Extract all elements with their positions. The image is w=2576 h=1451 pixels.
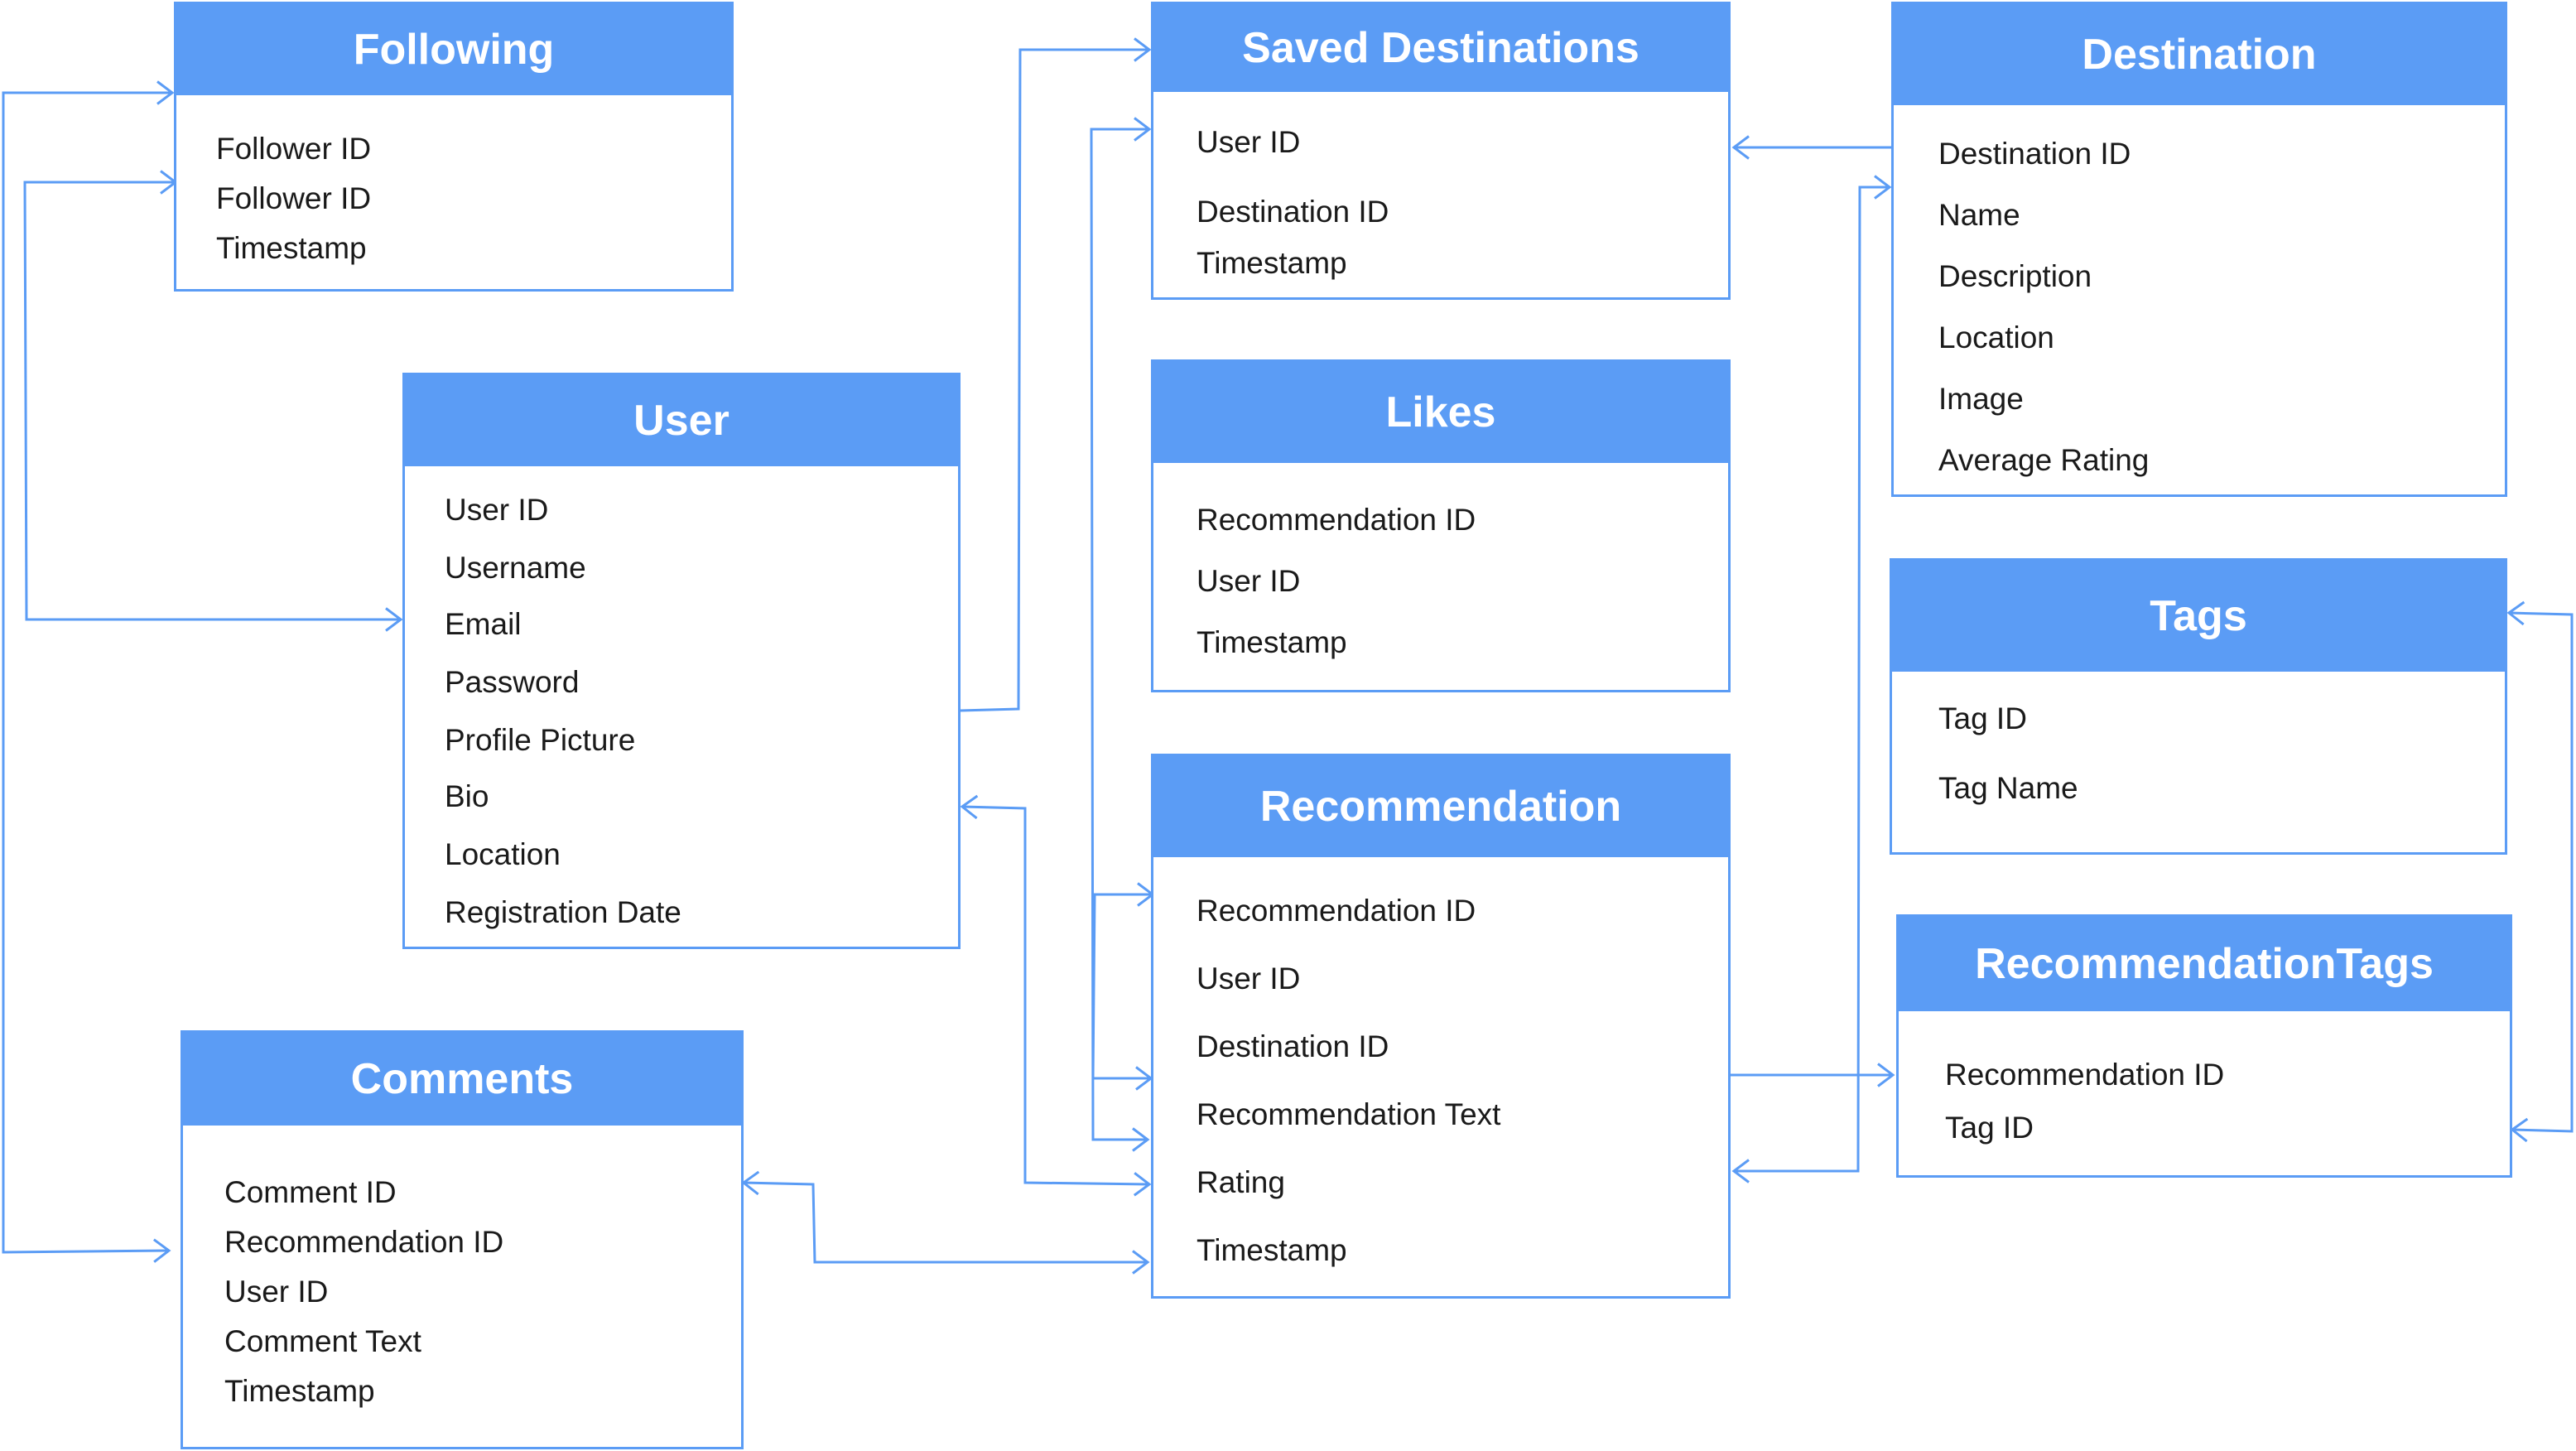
- entity-title: User: [405, 375, 958, 466]
- field: Timestamp: [1197, 246, 1347, 280]
- connector-line: [2508, 611, 2574, 1133]
- field: Destination ID: [1197, 1029, 1389, 1063]
- arrowhead-icon: [960, 794, 979, 820]
- edge-saved-destinations-recommendation: [1090, 117, 1152, 1152]
- field: Destination ID: [1197, 195, 1389, 229]
- field: Recommendation Text: [1197, 1097, 1501, 1131]
- field: Name: [1938, 198, 2020, 232]
- entity-title: RecommendationTags: [1899, 917, 2510, 1011]
- entity-saved-destinations[interactable]: Saved Destinations User ID Destination I…: [1151, 2, 1731, 300]
- edge-comments-recommendation: [741, 1170, 1150, 1275]
- arrowhead-icon: [1874, 175, 1892, 200]
- field: Location: [445, 837, 561, 871]
- field: Email: [445, 607, 522, 641]
- arrowhead-icon: [1731, 1159, 1750, 1183]
- connector-line: [960, 48, 1149, 712]
- entity-title: Likes: [1153, 362, 1728, 463]
- field: User ID: [224, 1275, 329, 1309]
- arrowhead-icon: [1134, 37, 1152, 62]
- field: User ID: [1197, 962, 1301, 995]
- edge-user-recommendation: [960, 794, 1152, 1197]
- field: Follower ID: [216, 132, 372, 166]
- edge-recommendation-user: [1091, 882, 1155, 1091]
- entity-recommendation[interactable]: Recommendation Recommendation ID User ID…: [1151, 754, 1731, 1299]
- field: Recommendation ID: [1197, 503, 1476, 537]
- field: Username: [445, 551, 586, 585]
- edge-destination-saved-destinations: [1731, 135, 1891, 160]
- field: Image: [1938, 382, 2024, 416]
- connector-line: [23, 181, 401, 621]
- field: Comment Text: [224, 1324, 421, 1358]
- arrowhead-icon: [1132, 1250, 1150, 1275]
- field: Timestamp: [216, 231, 367, 265]
- edge-following-comments: [2, 80, 175, 1263]
- arrowhead-icon: [1132, 1127, 1150, 1152]
- connector-line: [1091, 893, 1153, 1080]
- entity-title: Saved Destinations: [1153, 4, 1728, 92]
- field: Registration Date: [445, 895, 681, 929]
- field: User ID: [1197, 564, 1301, 598]
- entity-recommendation-tags[interactable]: RecommendationTags Recommendation ID Tag…: [1896, 914, 2512, 1178]
- arrowhead-icon: [2506, 600, 2525, 626]
- field: Recommendation ID: [224, 1225, 504, 1259]
- field: Bio: [445, 779, 489, 813]
- arrowhead-icon: [2510, 1117, 2529, 1143]
- field: Tag ID: [1938, 701, 2027, 735]
- arrowhead-icon: [1133, 1172, 1152, 1197]
- field: Destination ID: [1938, 137, 2131, 171]
- field: Tag ID: [1945, 1111, 2034, 1145]
- arrowhead-icon: [1731, 135, 1750, 160]
- arrowhead-icon: [741, 1170, 760, 1196]
- edge-tags-recommendation-tags: [2506, 600, 2574, 1143]
- entity-destination[interactable]: Destination Destination ID Name Descript…: [1891, 2, 2507, 497]
- entity-likes[interactable]: Likes Recommendation ID User ID Timestam…: [1151, 359, 1731, 692]
- arrowhead-icon: [1877, 1063, 1895, 1087]
- field: Timestamp: [224, 1374, 375, 1408]
- field: Rating: [1197, 1165, 1285, 1199]
- entity-following[interactable]: Following Follower ID Follower ID Timest…: [174, 2, 734, 292]
- entity-tags[interactable]: Tags Tag ID Tag Name: [1890, 558, 2507, 855]
- edge-destination-recommendation: [1731, 175, 1892, 1183]
- entity-title: Tags: [1892, 561, 2505, 672]
- field: Follower ID: [216, 181, 372, 215]
- field: Description: [1938, 259, 2092, 293]
- connector-line: [2, 91, 172, 1254]
- arrowhead-icon: [156, 80, 175, 105]
- field: Timestamp: [1197, 625, 1347, 659]
- entity-comments[interactable]: Comments Comment ID Recommendation ID Us…: [181, 1030, 744, 1449]
- entity-title: Following: [176, 4, 731, 95]
- entity-title: Comments: [183, 1033, 741, 1126]
- field: Recommendation ID: [1197, 894, 1476, 928]
- connector-line: [1734, 186, 1890, 1173]
- connector-line: [1090, 128, 1149, 1141]
- entity-user[interactable]: User User ID Username Email Password Pro…: [402, 373, 961, 949]
- field: Location: [1938, 321, 2054, 354]
- arrowhead-icon: [152, 1238, 171, 1263]
- field: User ID: [445, 493, 549, 527]
- field: Password: [445, 665, 580, 699]
- entity-title: Destination: [1894, 4, 2505, 105]
- entity-title: Recommendation: [1153, 756, 1728, 857]
- field: Comment ID: [224, 1175, 397, 1209]
- edge-user-saved-destinations: [960, 37, 1152, 712]
- field: User ID: [1197, 125, 1301, 159]
- field: Timestamp: [1197, 1233, 1347, 1267]
- field: Tag Name: [1938, 771, 2078, 805]
- connector-line: [743, 1181, 1148, 1264]
- field: Profile Picture: [445, 723, 636, 757]
- field: Recommendation ID: [1945, 1058, 2225, 1092]
- edge-recommendation-recommendation-tags: [1731, 1063, 1895, 1087]
- connector-line: [961, 805, 1150, 1186]
- arrowhead-icon: [1134, 117, 1152, 142]
- field: Average Rating: [1938, 443, 2150, 477]
- arrowhead-icon: [385, 607, 403, 632]
